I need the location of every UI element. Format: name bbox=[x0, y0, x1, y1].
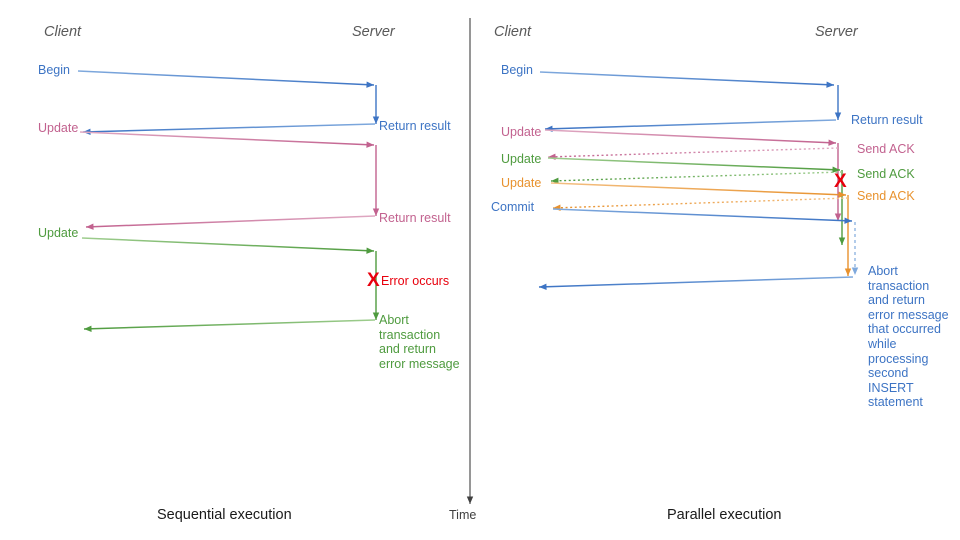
message-line-send-ack-1-parallel bbox=[547, 147, 839, 158]
message-label-update-2-parallel: Update bbox=[501, 152, 542, 166]
message-label-update-2-sequential: Update bbox=[38, 226, 79, 240]
message-line-begin-parallel bbox=[539, 71, 835, 86]
server-activation-begin-end-arrow-parallel bbox=[834, 112, 842, 120]
panel-caption-sequential: Sequential execution bbox=[157, 507, 292, 523]
message-label-return-result-2-sequential: Return result bbox=[379, 211, 451, 225]
panel-caption-parallel: Parallel execution bbox=[667, 507, 782, 523]
time-axis-arrowhead bbox=[466, 496, 474, 504]
message-line-send-ack-2-parallel bbox=[550, 171, 843, 182]
message-line-send-ack-3-parallel bbox=[552, 197, 849, 209]
message-arrowhead-commit-parallel bbox=[844, 217, 852, 224]
actor-label-server-parallel: Server bbox=[815, 24, 858, 40]
message-line-update-1-parallel bbox=[544, 129, 837, 144]
message-label-send-ack-2-parallel: Send ACK bbox=[857, 167, 915, 181]
message-line-update-3-parallel bbox=[550, 182, 847, 196]
message-arrowhead-send-ack-2-parallel bbox=[551, 177, 559, 184]
message-arrowhead-begin-sequential bbox=[366, 81, 374, 88]
message-label-update-1-parallel: Update bbox=[501, 125, 542, 139]
message-label-send-ack-3-parallel: Send ACK bbox=[857, 189, 915, 203]
message-arrowhead-return-result-2-sequential bbox=[86, 223, 94, 230]
message-label-begin-sequential: Begin bbox=[38, 63, 70, 77]
message-label-update-3-parallel: Update bbox=[501, 176, 542, 190]
message-label-abort-return-parallel: Abort transaction and return error messa… bbox=[868, 264, 949, 410]
message-line-abort-return-parallel bbox=[538, 276, 854, 288]
error-x-icon-sequential: X bbox=[367, 270, 380, 291]
message-line-update-1-sequential bbox=[79, 131, 375, 146]
message-arrowhead-update-2-sequential bbox=[366, 247, 374, 254]
message-label-send-ack-1-parallel: Send ACK bbox=[857, 142, 915, 156]
message-arrowhead-update-2-parallel bbox=[832, 166, 840, 173]
message-line-abort-return-sequential bbox=[83, 319, 376, 330]
server-activation-update1-end-arrow-parallel bbox=[834, 213, 842, 221]
message-line-commit-parallel bbox=[552, 208, 853, 222]
message-label-begin-parallel: Begin bbox=[501, 63, 533, 77]
actor-label-client-sequential: Client bbox=[44, 24, 82, 40]
message-line-return-result-1-sequential bbox=[82, 123, 376, 133]
message-line-begin-sequential bbox=[77, 70, 375, 86]
server-activation-update1-end-arrow-sequential bbox=[372, 208, 380, 216]
message-arrowhead-update-1-sequential bbox=[366, 141, 374, 148]
message-line-update-2-sequential bbox=[81, 237, 375, 252]
message-label-update-1-sequential: Update bbox=[38, 121, 79, 135]
message-line-update-2-parallel bbox=[547, 157, 841, 171]
message-label-abort-return-sequential: Abort transaction and return error messa… bbox=[379, 313, 460, 371]
actor-label-server-sequential: Server bbox=[352, 24, 395, 40]
message-arrowhead-abort-return-parallel bbox=[539, 283, 547, 290]
message-label-commit-parallel: Commit bbox=[491, 200, 535, 214]
server-activation-begin-end-arrow-sequential bbox=[372, 116, 380, 124]
error-x-icon-parallel: X bbox=[834, 171, 847, 192]
server-activation-update3-end-arrow-parallel bbox=[844, 268, 852, 276]
message-arrowhead-begin-parallel bbox=[826, 81, 834, 88]
message-label-return-result-1-sequential: Return result bbox=[379, 119, 451, 133]
message-label-return-result-parallel: Return result bbox=[851, 113, 923, 127]
time-axis-label: Time bbox=[449, 508, 477, 522]
error-label-sequential: Error occurs bbox=[381, 274, 450, 288]
message-arrowhead-update-3-parallel bbox=[838, 191, 846, 198]
message-line-return-result-2-sequential bbox=[85, 215, 376, 228]
message-line-return-result-parallel bbox=[544, 119, 837, 130]
server-activation-update2-end-arrow-sequential bbox=[372, 312, 380, 320]
message-arrowhead-update-1-parallel bbox=[828, 139, 836, 146]
message-arrowhead-abort-return-sequential bbox=[84, 325, 92, 332]
actor-label-client-parallel: Client bbox=[494, 24, 532, 40]
server-activation-commit-end-arrow-parallel bbox=[851, 267, 859, 275]
server-activation-update2-end-arrow-parallel bbox=[838, 237, 846, 245]
